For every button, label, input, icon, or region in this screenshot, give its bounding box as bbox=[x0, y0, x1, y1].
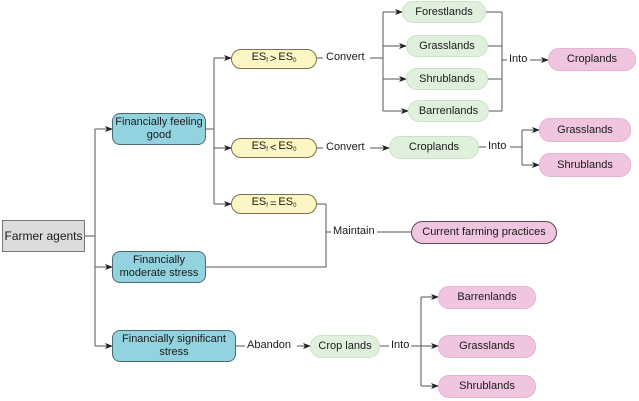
land-label: Shrublands bbox=[419, 72, 475, 85]
into-label-1: Into bbox=[507, 53, 530, 66]
state-label: Financially feeling good bbox=[115, 116, 203, 141]
condition-greater-node: ESf > ES0 bbox=[231, 49, 317, 69]
state-label: Financially moderate stress bbox=[119, 254, 199, 279]
target-barrenlands-node: Barrenlands bbox=[438, 286, 536, 309]
state-moderate-stress-node: Financially moderate stress bbox=[112, 251, 206, 283]
state-label: Financially significant stress bbox=[122, 333, 226, 358]
land-label: Crop lands bbox=[318, 340, 372, 352]
land-label: Shrublands bbox=[459, 380, 515, 392]
state-significant-stress-node: Financially significant stress bbox=[112, 330, 236, 362]
source-grasslands-node: Grasslands bbox=[406, 35, 488, 57]
target-shrublands-node-2: Shrublands bbox=[438, 375, 536, 398]
source-croplands-node: Croplands bbox=[389, 136, 479, 159]
land-label: Shrublands bbox=[557, 158, 613, 171]
maintain-label: Maintain bbox=[331, 225, 377, 238]
into-label-3: Into bbox=[389, 339, 412, 352]
condition-operator: > bbox=[269, 52, 277, 65]
condition-rhs: ES0 bbox=[278, 195, 297, 209]
practice-label: Current farming practices bbox=[422, 226, 546, 238]
condition-less-node: ESf < ES0 bbox=[231, 138, 317, 158]
state-feeling-good-node: Financially feeling good bbox=[112, 113, 206, 145]
condition-operator: = bbox=[269, 197, 277, 210]
land-label: Grasslands bbox=[419, 39, 475, 52]
condition-lhs: ESf bbox=[251, 195, 268, 209]
target-grasslands-node: Grasslands bbox=[539, 118, 631, 142]
current-farming-practices-node: Current farming practices bbox=[411, 221, 557, 244]
target-grasslands-node-2: Grasslands bbox=[438, 335, 536, 358]
source-barrenlands-node: Barrenlands bbox=[408, 100, 489, 122]
condition-lhs: ESf bbox=[251, 50, 268, 64]
source-shrublands-node: Shrublands bbox=[406, 68, 488, 90]
land-label: Croplands bbox=[408, 141, 460, 153]
condition-operator: < bbox=[269, 141, 277, 154]
into-label-2: Into bbox=[486, 140, 509, 153]
source-forestlands-node: Forestlands bbox=[402, 1, 486, 23]
target-shrublands-node: Shrublands bbox=[539, 153, 631, 177]
condition-rhs: ES0 bbox=[278, 50, 297, 64]
land-label: Grasslands bbox=[557, 123, 613, 136]
land-label: Barrenlands bbox=[457, 291, 517, 303]
convert-label-1: Convert bbox=[324, 51, 367, 64]
land-label: Grasslands bbox=[459, 340, 515, 352]
land-label: Forestlands bbox=[415, 5, 473, 18]
land-label: Croplands bbox=[566, 53, 618, 65]
abandoned-croplands-node: Crop lands bbox=[310, 335, 380, 358]
condition-equal-node: ESf = ES0 bbox=[231, 194, 317, 214]
farmer-agents-label: Farmer agents bbox=[4, 228, 83, 243]
target-croplands-node: Croplands bbox=[548, 48, 636, 71]
condition-rhs: ES0 bbox=[278, 139, 297, 153]
convert-label-2: Convert bbox=[324, 141, 367, 154]
abandon-label: Abandon bbox=[245, 339, 294, 352]
condition-lhs: ESf bbox=[251, 139, 268, 153]
farmer-agents-node: Farmer agents bbox=[2, 220, 85, 252]
land-label: Barrenlands bbox=[418, 104, 479, 117]
